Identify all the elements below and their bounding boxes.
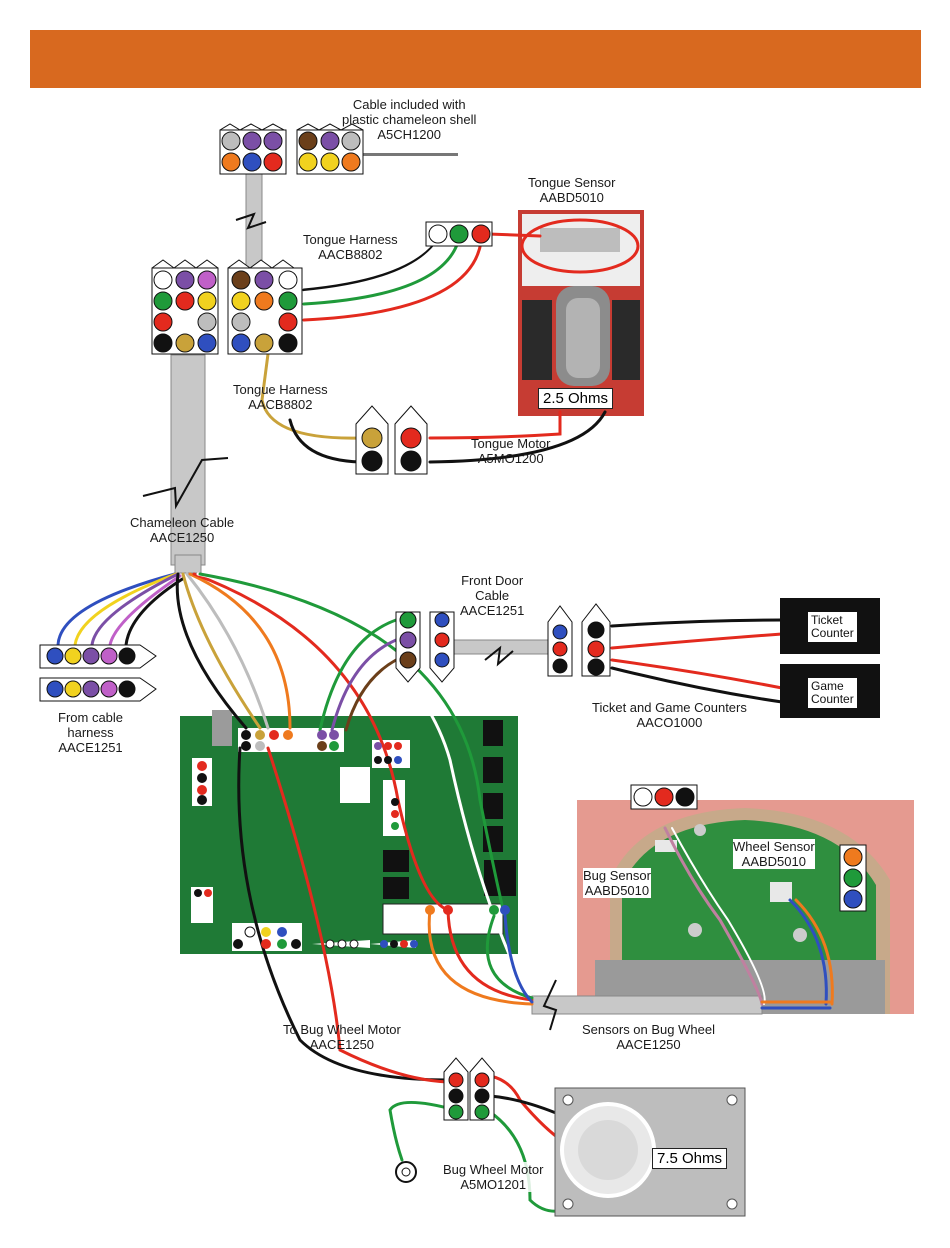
ground-ring-terminal: [395, 1161, 417, 1183]
bug-sensor-title: Bug Sensor: [583, 868, 651, 883]
front-door-cable-part-number: AACE1251: [460, 603, 525, 618]
chameleon-cable: [170, 171, 263, 574]
bug-wheel-cable-bar: [531, 995, 763, 1015]
ticket-counter-label: Ticket Counter: [808, 612, 857, 642]
tongue-motor-part-number: A5MO1200: [477, 451, 544, 466]
to-bug-wheel-motor-title: To Bug Wheel Motor: [283, 1022, 401, 1037]
shell-connector-left: [219, 123, 287, 175]
to-bug-wheel-motor-part-number: AACE1250: [309, 1037, 375, 1052]
bug-motor-connector-left: [443, 1057, 469, 1121]
ticket-game-counters-part-number: AACO1000: [636, 715, 703, 730]
harness-connector-bottom: [39, 677, 157, 702]
cable-shell-line-2: plastic chameleon shell: [342, 112, 477, 127]
chameleon-cable-part-number: AACE1250: [149, 530, 215, 545]
wheel-sensor-connector: [839, 844, 867, 912]
ticket-game-counters-label: Ticket and Game Counters AACO1000: [592, 700, 747, 730]
tongue-harness-bottom-title: Tongue Harness: [233, 382, 328, 397]
from-cable-harness-label: From cable harness AACE1251: [58, 710, 123, 755]
front-door-cable-title: Front Door: [461, 573, 524, 588]
tongue-ohms-label: 2.5 Ohms: [538, 388, 614, 409]
tongue-motor-title: Tongue Motor: [471, 436, 551, 451]
sensors-on-bug-wheel-part-number: AACE1250: [616, 1037, 681, 1052]
chameleon-connector-left: [151, 259, 219, 355]
chameleon-cable-title: Chameleon Cable: [130, 515, 235, 530]
from-cable-harness-part-number: AACE1251: [58, 740, 123, 755]
shell-connector-right: [296, 123, 364, 175]
cable-shell-part-number: A5CH1200: [377, 127, 441, 142]
tongue-harness-top-title: Tongue Harness: [303, 232, 398, 247]
tongue-motor-connector-left: [355, 405, 389, 475]
header-band: [30, 30, 921, 88]
wheel-sensor-part-number: AABD5010: [741, 854, 806, 869]
front-door-cable-bar: [439, 639, 556, 655]
from-cable-harness-line-1: From cable: [58, 710, 124, 725]
wires: [56, 232, 834, 1213]
wheel-sensor-label: Wheel Sensor AABD5010: [733, 839, 815, 869]
bug-wheel-motor-plate: [554, 1087, 746, 1217]
game-counter-label: Game Counter: [808, 678, 857, 708]
bug-wheel-motor-part-number: A5MO1201: [460, 1177, 527, 1192]
wheel-ohms-label: 7.5 Ohms: [652, 1148, 728, 1169]
to-bug-wheel-motor-label: To Bug Wheel Motor AACE1250: [283, 1022, 401, 1052]
tongue-motor-label: Tongue Motor A5MO1200: [471, 436, 551, 466]
front-door-cable-subtitle: Cable: [475, 588, 510, 603]
game-counter-line-2: Counter: [811, 692, 854, 706]
tongue-harness-bottom-label: Tongue Harness AACB8802: [233, 382, 328, 412]
tongue-harness-bottom-part-number: AACB8802: [248, 397, 313, 412]
front-door-connector-right: [429, 611, 455, 683]
bug-sensor-part-number: AABD5010: [584, 883, 650, 898]
bug-motor-connector-right: [469, 1057, 495, 1121]
game-counter-line-1: Game: [811, 679, 844, 693]
ticket-counter-line-1: Ticket: [811, 613, 843, 627]
tongue-harness-top-label: Tongue Harness AACB8802: [303, 232, 398, 262]
harness-connector-top: [39, 644, 157, 669]
ticket-counter-line-2: Counter: [811, 626, 854, 640]
chameleon-connector-right: [227, 259, 303, 355]
bug-sensor-label: Bug Sensor AABD5010: [583, 868, 651, 898]
sensors-on-bug-wheel-label: Sensors on Bug Wheel AACE1250: [582, 1022, 715, 1052]
cable-shell-label: Cable included with plastic chameleon sh…: [342, 97, 476, 142]
cable-shell-line-1: Cable included with: [352, 97, 466, 112]
front-door-connector-left: [395, 611, 421, 683]
bug-wheel-motor-label: Bug Wheel Motor A5MO1201: [443, 1162, 544, 1192]
cable-break-marks: [142, 212, 558, 1031]
wheel-sensor-title: Wheel Sensor: [733, 839, 815, 854]
bug-sensor-connector: [630, 784, 698, 810]
front-door-cable-label: Front Door Cable AACE1251: [460, 573, 524, 618]
tongue-harness-top-part-number: AACB8802: [318, 247, 383, 262]
tongue-harness-connector: [425, 221, 493, 247]
tongue-sensor-title: Tongue Sensor: [528, 175, 616, 190]
ticket-game-counters-title: Ticket and Game Counters: [592, 700, 747, 715]
shell-cable-pointer: [363, 153, 458, 156]
tongue-motor-connector-right: [394, 405, 428, 475]
tongue-sensor-label: Tongue Sensor AABD5010: [528, 175, 615, 205]
from-cable-harness-line-2: harness: [67, 725, 114, 740]
counter-connector-right: [581, 603, 611, 677]
board-connector-pins: [194, 730, 510, 949]
tongue-sensor-part-number: AABD5010: [539, 190, 604, 205]
sensors-on-bug-wheel-title: Sensors on Bug Wheel: [582, 1022, 715, 1037]
bug-wheel-motor-title: Bug Wheel Motor: [443, 1162, 544, 1177]
counter-connector-left: [547, 605, 573, 677]
chameleon-cable-label: Chameleon Cable AACE1250: [130, 515, 234, 545]
tongue-sensor-photo: [518, 210, 644, 416]
